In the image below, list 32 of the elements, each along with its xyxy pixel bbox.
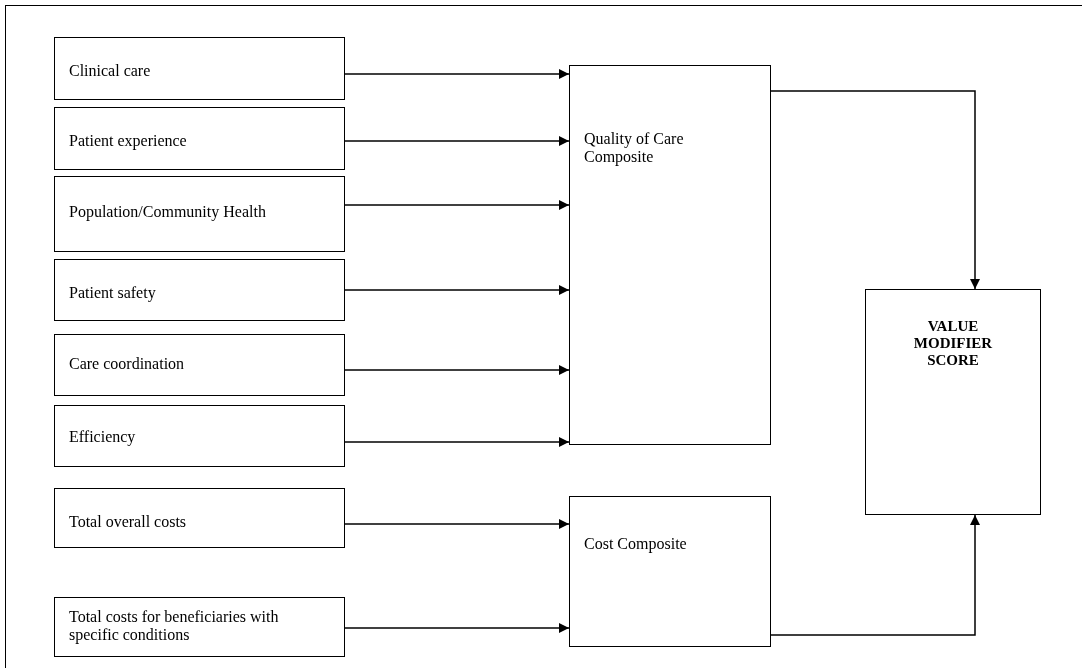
arrow — [344, 285, 570, 295]
node-label: Quality of Care Composite — [584, 130, 685, 166]
node-label: Population/Community Health — [69, 203, 267, 221]
arrow — [344, 623, 570, 633]
arrow — [344, 365, 570, 375]
node-label: Patient experience — [69, 132, 188, 150]
input-box — [54, 259, 345, 321]
arrow — [770, 90, 980, 290]
input-box — [54, 334, 345, 396]
node-label: VALUE MODIFIER SCORE — [912, 318, 994, 369]
node-label: Patient safety — [69, 284, 157, 302]
arrow — [344, 437, 570, 447]
input-box — [54, 37, 345, 100]
input-box — [54, 488, 345, 548]
composite-box — [569, 496, 771, 647]
input-box — [54, 597, 345, 657]
node-label: Cost Composite — [584, 535, 688, 553]
input-box — [54, 405, 345, 467]
input-box — [54, 176, 345, 252]
node-label: Efficiency — [69, 428, 137, 446]
arrow — [770, 514, 980, 636]
node-label: Total costs for beneficiaries with specific conditions — [69, 608, 280, 644]
arrow — [344, 200, 570, 210]
arrow — [344, 136, 570, 146]
score-box — [865, 289, 1041, 515]
node-label: Care coordination — [69, 355, 186, 373]
arrow — [344, 69, 570, 79]
composite-box — [569, 65, 771, 445]
node-label: Total overall costs — [69, 513, 188, 531]
node-label: Clinical care — [69, 62, 152, 80]
arrow — [344, 519, 570, 529]
input-box — [54, 107, 345, 170]
